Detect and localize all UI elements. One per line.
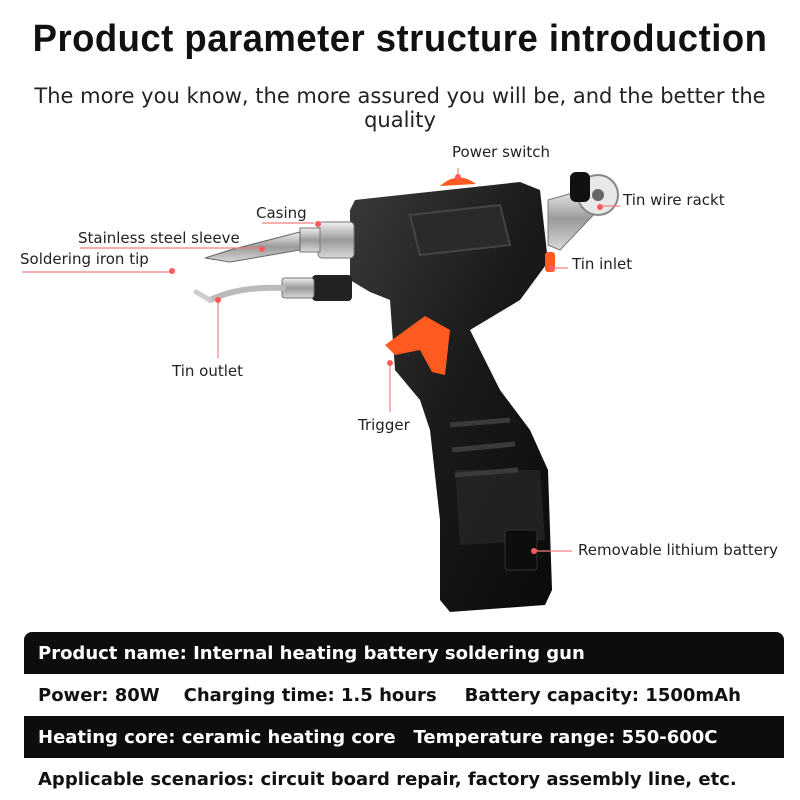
spec-table: Product name: Internal heating battery s… <box>24 632 784 800</box>
callout-casing: Casing <box>256 204 307 222</box>
spec-row-scenarios: Applicable scenarios: circuit board repa… <box>24 758 784 800</box>
spec-power: Power: 80W <box>38 684 160 706</box>
callout-trigger: Trigger <box>358 416 410 434</box>
spec-scenarios: Applicable scenarios: circuit board repa… <box>38 768 737 790</box>
spec-charging-time: Charging time: 1.5 hours <box>183 684 437 706</box>
spec-row-product-name: Product name: Internal heating battery s… <box>24 632 784 674</box>
spec-row-heating: Heating core: ceramic heating core Tempe… <box>24 716 784 758</box>
spec-product-name: Product name: Internal heating battery s… <box>38 642 585 664</box>
spec-row-power: Power: 80W Charging time: 1.5 hours Batt… <box>24 674 784 716</box>
spec-battery-capacity: Battery capacity: 1500mAh <box>464 684 741 706</box>
tin-inlet-part <box>545 252 555 272</box>
callout-stainless-sleeve: Stainless steel sleeve <box>78 229 240 247</box>
callout-power-switch: Power switch <box>452 143 551 161</box>
callout-tin-outlet: Tin outlet <box>172 362 243 380</box>
callout-battery: Removable lithium battery <box>578 541 779 559</box>
callout-soldering-tip: Soldering iron tip <box>20 250 149 268</box>
callout-tin-wire-rack: Tin wire rackt <box>623 191 725 209</box>
spec-heating-core: Heating core: ceramic heating core <box>38 726 396 748</box>
spec-temperature-range: Temperature range: 550-600C <box>413 726 718 748</box>
trigger-part <box>385 316 450 375</box>
casing-body <box>350 182 552 612</box>
callout-tin-inlet: Tin inlet <box>572 255 633 273</box>
page-subtitle: The more you know, the more assured you … <box>34 84 766 132</box>
power-switch-part <box>440 177 476 186</box>
page-title: Product parameter structure introduction <box>32 18 768 60</box>
tin-wire-rack-part <box>547 172 619 251</box>
